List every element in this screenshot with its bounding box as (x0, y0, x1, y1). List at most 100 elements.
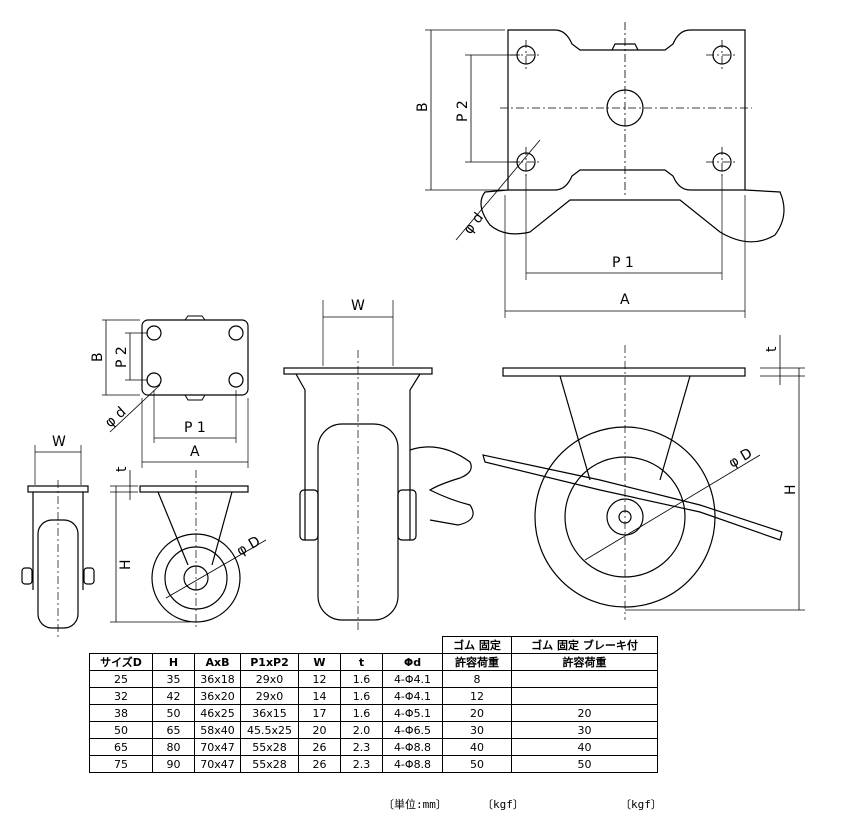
group-header-fixed: ゴム 固定 (442, 636, 512, 654)
table-cell: 70x47 (194, 738, 241, 756)
small-plate-hole-tr (228, 325, 244, 341)
label-B-large: B (415, 102, 431, 112)
table-cell: 30 (442, 721, 512, 739)
table-cell: 90 (152, 755, 195, 773)
large-plate-centerlines (500, 22, 752, 198)
col-header: Φd (382, 653, 443, 671)
table-cell: 8 (442, 670, 512, 688)
table-cell: 36x15 (240, 704, 299, 722)
table-cell: 2.0 (340, 721, 383, 739)
table-cell: 46x25 (194, 704, 241, 722)
medium-front-view (283, 300, 474, 630)
table-group-header-row: ゴム 固定 ゴム 固定 ブレーキ付 (90, 636, 658, 654)
label-t-small: t (114, 466, 130, 472)
table-cell: 17 (298, 704, 341, 722)
dimension-texts: B P 2 P 1 A φ d B P 2 P 1 A φ d W t H φ … (52, 100, 799, 570)
table-cell: 1.6 (340, 670, 383, 688)
unit-kgf-brake-note: 〔kgf〕 (620, 798, 662, 811)
table-cell: 2.3 (340, 738, 383, 756)
table-cell: 50 (89, 721, 153, 739)
table-cell: 55x28 (240, 755, 299, 773)
table-cell: 4-Φ8.8 (382, 738, 443, 756)
table-cell: 12 (298, 670, 341, 688)
dim-phiD-large (584, 454, 761, 561)
table-cell: 58x40 (194, 721, 241, 739)
label-W-small: W (52, 434, 66, 450)
table-header-row: サイズD H AxB P1xP2 W t Φd 許容荷重 許容荷重 (89, 653, 658, 671)
label-H-small: H (118, 559, 134, 570)
small-plate-hole-tl (146, 325, 162, 341)
table-cell: 65 (152, 721, 195, 739)
table-cell: 29x0 (240, 670, 299, 688)
table-cell: 4-Φ6.5 (382, 721, 443, 739)
dim-phiD-small (165, 539, 267, 599)
table-cell: 26 (298, 738, 341, 756)
small-plate-outline (141, 319, 249, 396)
col-header: AxB (194, 653, 241, 671)
table-cell: 55x28 (240, 738, 299, 756)
table-cell: 29x0 (240, 687, 299, 705)
col-header: サイズD (89, 653, 153, 671)
col-header: P1xP2 (240, 653, 299, 671)
table-cell: 65 (89, 738, 153, 756)
table-cell (511, 670, 658, 688)
small-plate-hole-bl (146, 372, 162, 388)
table-cell: 20 (442, 704, 512, 722)
table-cell: 32 (89, 687, 153, 705)
label-A-small: A (190, 444, 200, 460)
table-cell: 20 (511, 704, 658, 722)
table-cell: 36x20 (194, 687, 241, 705)
group-header-brake: ゴム 固定 ブレーキ付 (511, 636, 658, 654)
label-W-medium: W (351, 298, 365, 314)
label-P1-small: P 1 (184, 420, 206, 436)
col-header: 許容荷重 (442, 653, 512, 671)
large-top-plate-view (425, 22, 785, 318)
table-cell (511, 687, 658, 705)
dim-phid-large (455, 139, 541, 241)
table-cell: 4-Φ4.1 (382, 670, 443, 688)
table-cell: 1.6 (340, 704, 383, 722)
table-cell: 80 (152, 738, 195, 756)
unit-mm-note: 〔単位:mm〕 (383, 798, 447, 811)
table-cell: 75 (89, 755, 153, 773)
table-cell: 42 (152, 687, 195, 705)
table-cell: 1.6 (340, 687, 383, 705)
large-plate-brake-pedal (480, 189, 785, 243)
large-side-view (482, 335, 805, 620)
table-cell: 14 (298, 687, 341, 705)
table-cell: 70x47 (194, 755, 241, 773)
dim-phid-small (109, 384, 161, 433)
table-cell: 12 (442, 687, 512, 705)
label-H-large: H (783, 484, 799, 495)
table-cell: 30 (511, 721, 658, 739)
small-front-view (21, 445, 95, 640)
label-P2-small: P 2 (114, 346, 130, 368)
table-cell: 2.3 (340, 755, 383, 773)
label-phid-small: φ d (102, 404, 129, 431)
spec-table: ゴム 固定 ゴム 固定 ブレーキ付 サイズD H AxB P1xP2 W t Φ… (89, 636, 658, 773)
col-header: 許容荷重 (511, 653, 658, 671)
large-plate-outline (507, 29, 746, 191)
table-cell: 35 (152, 670, 195, 688)
table-cell: 38 (89, 704, 153, 722)
label-P2-large: P 2 (455, 100, 471, 122)
unit-kgf-fixed-note: 〔kgf〕 (482, 798, 524, 811)
table-cell: 4-Φ4.1 (382, 687, 443, 705)
table-cell: 36x18 (194, 670, 241, 688)
table-cell: 20 (298, 721, 341, 739)
small-plate-hole-br (228, 372, 244, 388)
table-cell: 25 (89, 670, 153, 688)
table-cell: 40 (511, 738, 658, 756)
label-P1-large: P 1 (612, 255, 634, 271)
medium-front-brake (409, 446, 474, 526)
label-t-large: t (764, 346, 780, 352)
table-cell: 40 (442, 738, 512, 756)
table-cell: 50 (511, 755, 658, 773)
